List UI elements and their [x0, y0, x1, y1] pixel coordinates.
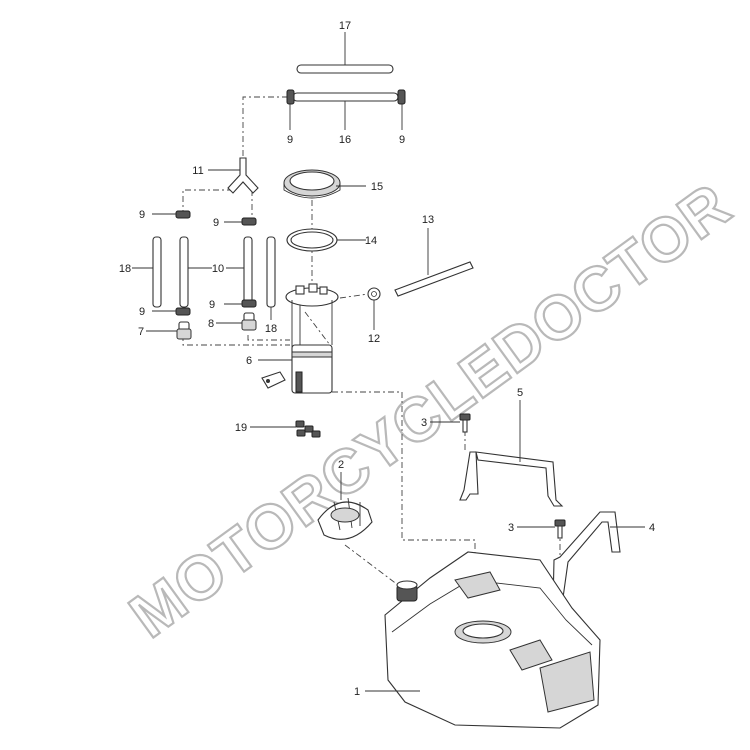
hose-10-a	[179, 236, 189, 308]
clamp-9-left-upper	[175, 210, 191, 219]
clip-12	[367, 287, 381, 301]
callout-9: 9	[139, 209, 145, 221]
clamp-9-left-lower	[175, 307, 191, 316]
fitting-7	[176, 321, 192, 340]
callout-9: 9	[399, 134, 405, 146]
y-connector-11	[227, 157, 259, 194]
callout-5: 5	[517, 387, 523, 399]
callout-3: 3	[421, 417, 427, 429]
callout-15: 15	[371, 181, 383, 193]
strap-5	[459, 451, 564, 507]
clamp-9-left-top	[286, 89, 295, 105]
callout-6: 6	[246, 355, 252, 367]
callout-19: 19	[235, 422, 247, 434]
bolt-3-lower	[554, 519, 566, 539]
callout-16: 16	[339, 134, 351, 146]
callout-14: 14	[365, 235, 377, 247]
hose-13	[394, 261, 474, 297]
callout-4: 4	[649, 522, 655, 534]
clamp-9-right-top	[397, 89, 406, 105]
callout-11: 11	[192, 165, 203, 177]
callout-labels: 17 9 16 9 11 15 9 9 13 14 18 10 9 9 7 8 …	[119, 20, 655, 698]
callout-8: 8	[208, 318, 214, 330]
clamp-9-mid-lower	[241, 299, 257, 308]
callout-7: 7	[138, 326, 144, 338]
callout-13: 13	[422, 214, 434, 226]
callout-18: 18	[119, 263, 131, 275]
hose-18-right	[266, 236, 276, 308]
callout-10: 10	[212, 263, 224, 275]
callout-9: 9	[139, 306, 145, 318]
callout-12: 12	[368, 333, 380, 345]
fuel-pump-assembly-6	[261, 283, 339, 394]
hose-18-left	[152, 236, 162, 308]
hose-10-b	[243, 236, 253, 308]
lock-ring-15	[283, 169, 341, 199]
callout-17: 17	[339, 20, 351, 32]
callout-9: 9	[209, 299, 215, 311]
callout-2: 2	[338, 459, 344, 471]
callout-9: 9	[213, 217, 219, 229]
fuel-tank-1	[384, 551, 601, 729]
fitting-8	[241, 312, 257, 331]
bolt-3-upper	[459, 413, 471, 433]
fuel-filler-neck	[396, 580, 418, 602]
clamp-9-mid-upper	[241, 217, 257, 226]
callout-3: 3	[508, 522, 514, 534]
fuel-cap-2	[317, 497, 373, 540]
callout-18: 18	[265, 323, 277, 335]
hose-16	[292, 92, 399, 102]
nuts-19	[295, 420, 321, 438]
callout-1: 1	[354, 686, 360, 698]
hose-17	[296, 64, 394, 74]
seal-ring-14	[286, 228, 338, 252]
leader-lines	[132, 32, 645, 692]
callout-9: 9	[287, 134, 293, 146]
